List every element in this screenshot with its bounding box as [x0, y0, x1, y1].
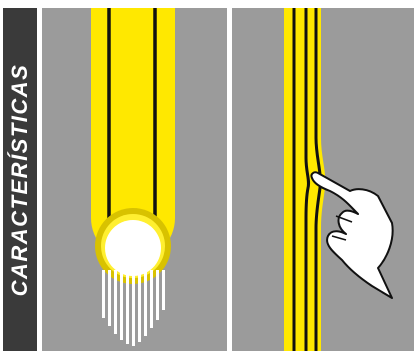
side-label-text: CARACTERÍSTICAS [7, 63, 32, 296]
hand-pointing-icon [310, 171, 394, 299]
yellow-road-stripe [284, 8, 326, 351]
right-panel-illustration [284, 8, 394, 351]
motion-streaks [102, 270, 165, 346]
white-ball-icon [105, 220, 161, 276]
left-panel-illustration [91, 8, 175, 346]
yellow-road-stripe [91, 8, 175, 260]
right-panel [232, 8, 414, 351]
side-label-bar: CARACTERÍSTICAS [3, 8, 37, 351]
left-panel [42, 8, 227, 351]
